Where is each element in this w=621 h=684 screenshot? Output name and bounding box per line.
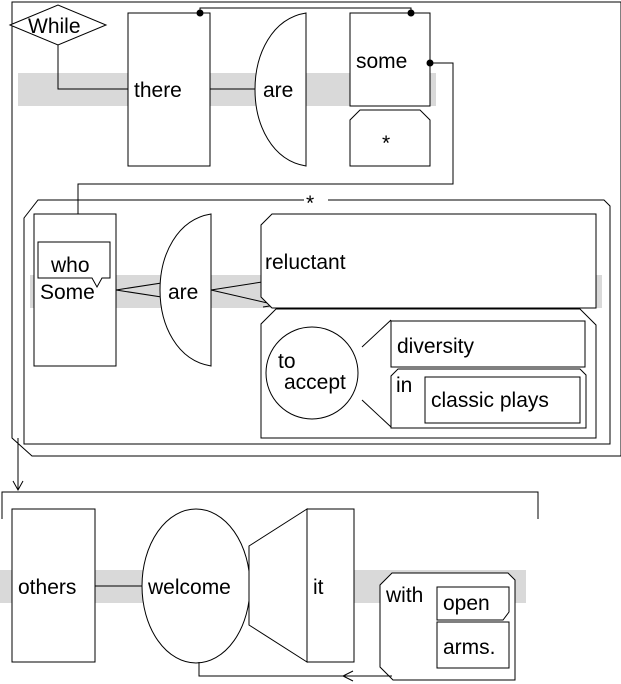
subject-box-there	[127, 12, 211, 167]
main-clause-frame	[11, 1, 621, 457]
verb-prep-arrowhead	[341, 670, 354, 682]
infinitive-prep-link	[361, 399, 392, 428]
object-box-it	[306, 508, 355, 663]
verb-prep-link	[198, 662, 392, 677]
relative-pronoun-who: who	[50, 254, 90, 277]
infinitive-object-diversity: diversity	[397, 335, 475, 358]
object-word-some: some	[356, 50, 407, 73]
link-dot-some-top	[407, 9, 415, 17]
infinitive-circle	[265, 326, 359, 420]
prep-object-arms: arms.	[443, 636, 496, 659]
clause-link-arrowhead	[12, 480, 24, 492]
object-trapezoid	[248, 508, 308, 663]
subject-verb-link-2a	[115, 281, 169, 291]
link-dot-some-side	[426, 59, 434, 67]
object-box-some	[349, 12, 431, 107]
lower-clause-frame	[1, 491, 539, 519]
verb-word-are-1: are	[263, 79, 293, 102]
relative-clause-frame	[23, 199, 611, 445]
subordinator-connector	[57, 45, 128, 90]
infinitive-object-link	[361, 319, 392, 348]
subject-word-some: Some	[40, 281, 95, 304]
subject-word-there: there	[134, 79, 182, 102]
complement-box-reluctant	[260, 213, 597, 309]
infinitive-word-to: to	[278, 350, 296, 373]
complement-word-reluctant: reluctant	[265, 251, 346, 274]
subordinator-word: While	[28, 15, 81, 38]
some-who-link	[77, 62, 454, 242]
verb-complement-link-b	[210, 289, 277, 306]
verb-shape-are-1	[254, 12, 307, 167]
object-word-it: it	[313, 576, 324, 599]
connector-star-bg	[304, 191, 328, 209]
prep-object-box	[424, 376, 581, 424]
subject-verb-link-2b	[115, 289, 169, 299]
infinitive-word-accept: accept	[284, 371, 346, 394]
subject-word-others: others	[18, 576, 76, 599]
relative-pronoun-box	[37, 241, 111, 289]
prep-object-classic-plays: classic plays	[431, 389, 549, 412]
prep-modifier-open: open	[443, 592, 490, 615]
preposition-word-with: with	[385, 584, 423, 607]
subordinator-diamond	[8, 4, 108, 46]
object-modifier-star: *	[382, 132, 390, 155]
verb-shape-are-2	[159, 213, 212, 367]
connector-star: *	[306, 192, 314, 215]
verb-word-welcome: welcome	[147, 576, 231, 599]
prep-object-box-arms	[436, 621, 510, 669]
subject-box-some	[33, 213, 117, 367]
verb-complement-link-a	[210, 281, 263, 291]
infinitive-object-box	[390, 320, 586, 368]
preposition-word-in: in	[396, 374, 412, 397]
there-some-link	[199, 7, 412, 13]
object-modifier-box	[349, 109, 431, 167]
prep-modifier-box	[436, 586, 510, 621]
verb-word-are-2: are	[168, 281, 198, 304]
link-dot-there	[196, 9, 204, 17]
